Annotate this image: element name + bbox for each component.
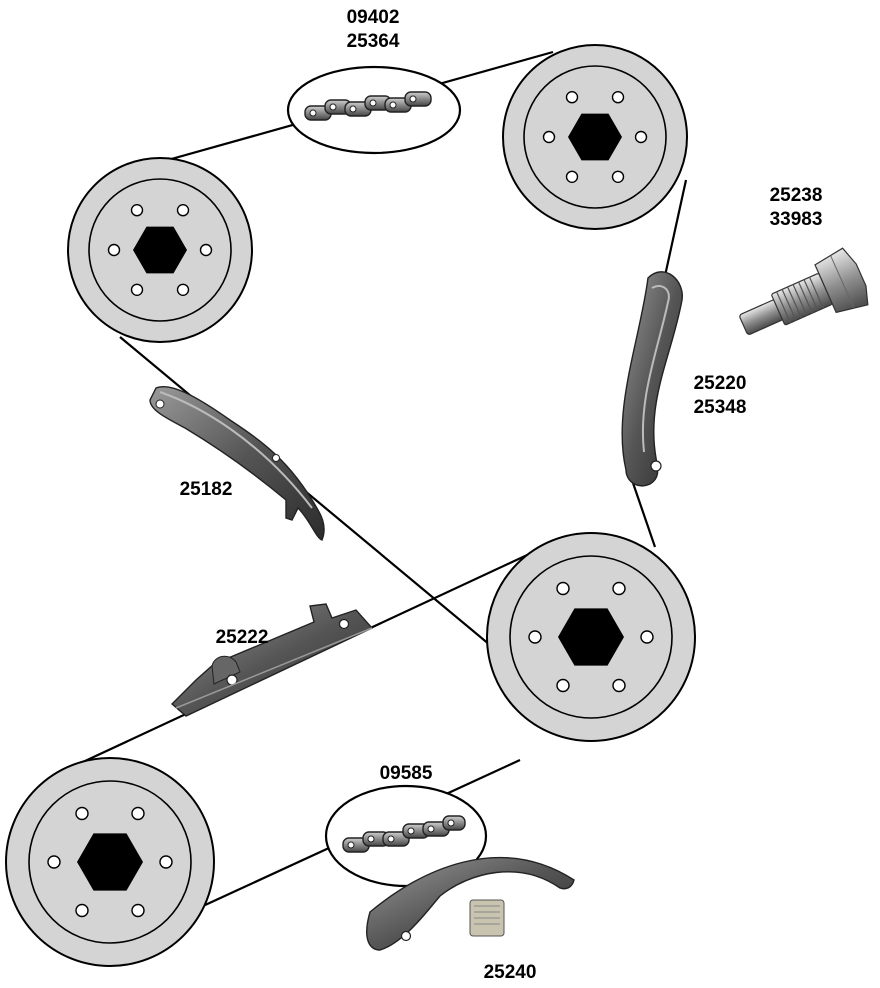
label-middle-guide-text: 25222 xyxy=(215,627,269,648)
top-chain-callout xyxy=(286,65,462,155)
right-chain-guide xyxy=(621,271,683,487)
label-tensioner-line1: 25238 xyxy=(769,185,823,206)
hex-hub-icon xyxy=(77,833,143,891)
chain-run-right-lower xyxy=(631,482,657,548)
bottom-chain-links xyxy=(342,815,466,853)
label-top-chain-line2: 25364 xyxy=(346,31,400,52)
bottom-chain-callout xyxy=(324,784,488,888)
label-bottom-guide-text: 25240 xyxy=(483,962,537,983)
label-top-chain: 09402 25364 xyxy=(333,6,413,54)
label-bottom-guide: 25240 xyxy=(470,961,550,985)
hex-hub-icon xyxy=(568,113,622,161)
label-middle-guide: 25222 xyxy=(202,626,282,650)
label-tensioner-line2: 33983 xyxy=(769,209,823,230)
top-chain-links xyxy=(304,91,432,121)
sprocket-top-left xyxy=(67,157,253,343)
label-left-guide: 25182 xyxy=(166,478,246,502)
label-right-guide-line1: 25220 xyxy=(693,373,747,394)
tensioner-bolt xyxy=(739,247,869,335)
bottom-chain-guide xyxy=(366,856,575,951)
middle-chain-guide xyxy=(170,603,374,717)
label-right-guide-line2: 25348 xyxy=(693,397,747,418)
label-bottom-chain-text: 09585 xyxy=(379,763,433,784)
label-top-chain-line1: 09402 xyxy=(346,7,400,28)
hex-hub-icon xyxy=(558,608,624,666)
sprocket-top-right xyxy=(502,44,688,230)
chain-run-right xyxy=(661,179,688,286)
sprocket-middle-right xyxy=(486,532,696,742)
label-bottom-chain: 09585 xyxy=(366,762,446,786)
label-tensioner: 25238 33983 xyxy=(756,184,836,232)
left-chain-guide xyxy=(149,386,325,541)
hex-hub-icon xyxy=(133,226,187,274)
label-left-guide-text: 25182 xyxy=(179,479,233,500)
label-right-guide: 25220 25348 xyxy=(680,372,760,420)
sprocket-bottom-left xyxy=(5,757,215,967)
